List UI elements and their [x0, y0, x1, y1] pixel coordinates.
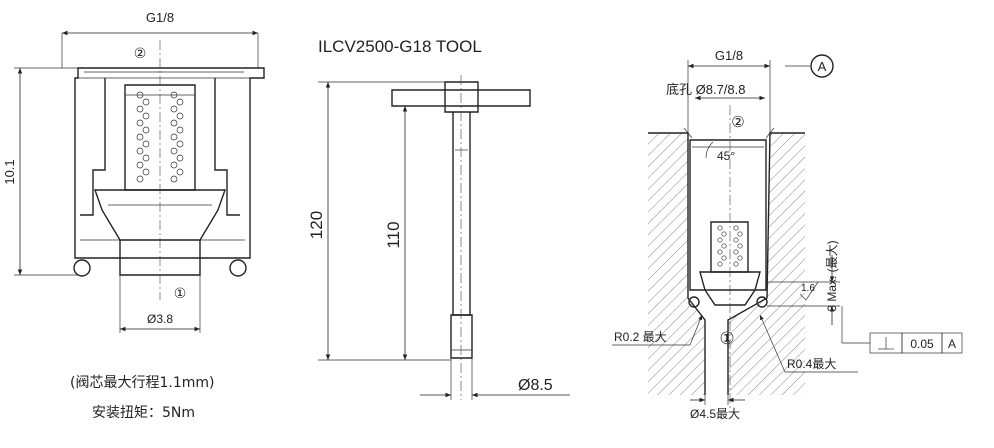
valve-drawing: G1/8 ② 10.1 — [2, 10, 265, 333]
valve-spring-left — [136, 91, 150, 183]
cavity-port-out-label: ② — [731, 114, 744, 131]
tolerance-datum-label: A — [948, 337, 956, 351]
tool-diameter-label: Ø8.5 — [518, 377, 553, 394]
valve-port-out-label: ② — [134, 45, 147, 61]
cavity-radius-large-label: R0.4最大 — [787, 357, 836, 371]
tolerance-value-label: 0.05 — [910, 337, 934, 351]
cavity-outlet-dia-label: Ø4.5最大 — [690, 407, 740, 421]
valve-bore-label: Ø3.8 — [147, 312, 173, 326]
tool-drawing: ILCV2500-G18 TOOL 120 110 Ø8.5 — [307, 37, 570, 400]
cavity-datum-label: A — [818, 59, 827, 74]
cavity-port-in-label: ① — [719, 329, 734, 348]
cavity-roughness-label: 1.6 — [801, 283, 815, 294]
cavity-bottom-hole-label: 底孔 Ø8.7/8.8 — [666, 82, 745, 97]
valve-torque-note: 安装扭矩：5Nm — [92, 405, 196, 421]
tool-title: ILCV2500-G18 TOOL — [318, 37, 482, 56]
tool-length-total-label: 120 — [307, 211, 326, 239]
valve-thread-label: G1/8 — [146, 10, 174, 25]
cavity-spring — [717, 225, 743, 267]
tool-length-shaft-label: 110 — [384, 221, 403, 248]
valve-stroke-note: (阀芯最大行程1.1mm) — [70, 375, 215, 391]
cavity-depth-label: 3 Max. (最大) — [825, 240, 839, 311]
valve-spring-right — [170, 91, 184, 183]
valve-port-in-label: ① — [174, 285, 187, 301]
cavity-thread-label: G1/8 — [715, 48, 743, 63]
cavity-drawing: G1/8 A 底孔 Ø8.7/8.8 ② 45° 3 Max. (最大) 1.6… — [612, 48, 963, 421]
valve-height-label: 10.1 — [2, 159, 17, 184]
cavity-angle-label: 45° — [717, 149, 735, 163]
cavity-radius-small-label: R0.2 最大 — [614, 330, 667, 344]
